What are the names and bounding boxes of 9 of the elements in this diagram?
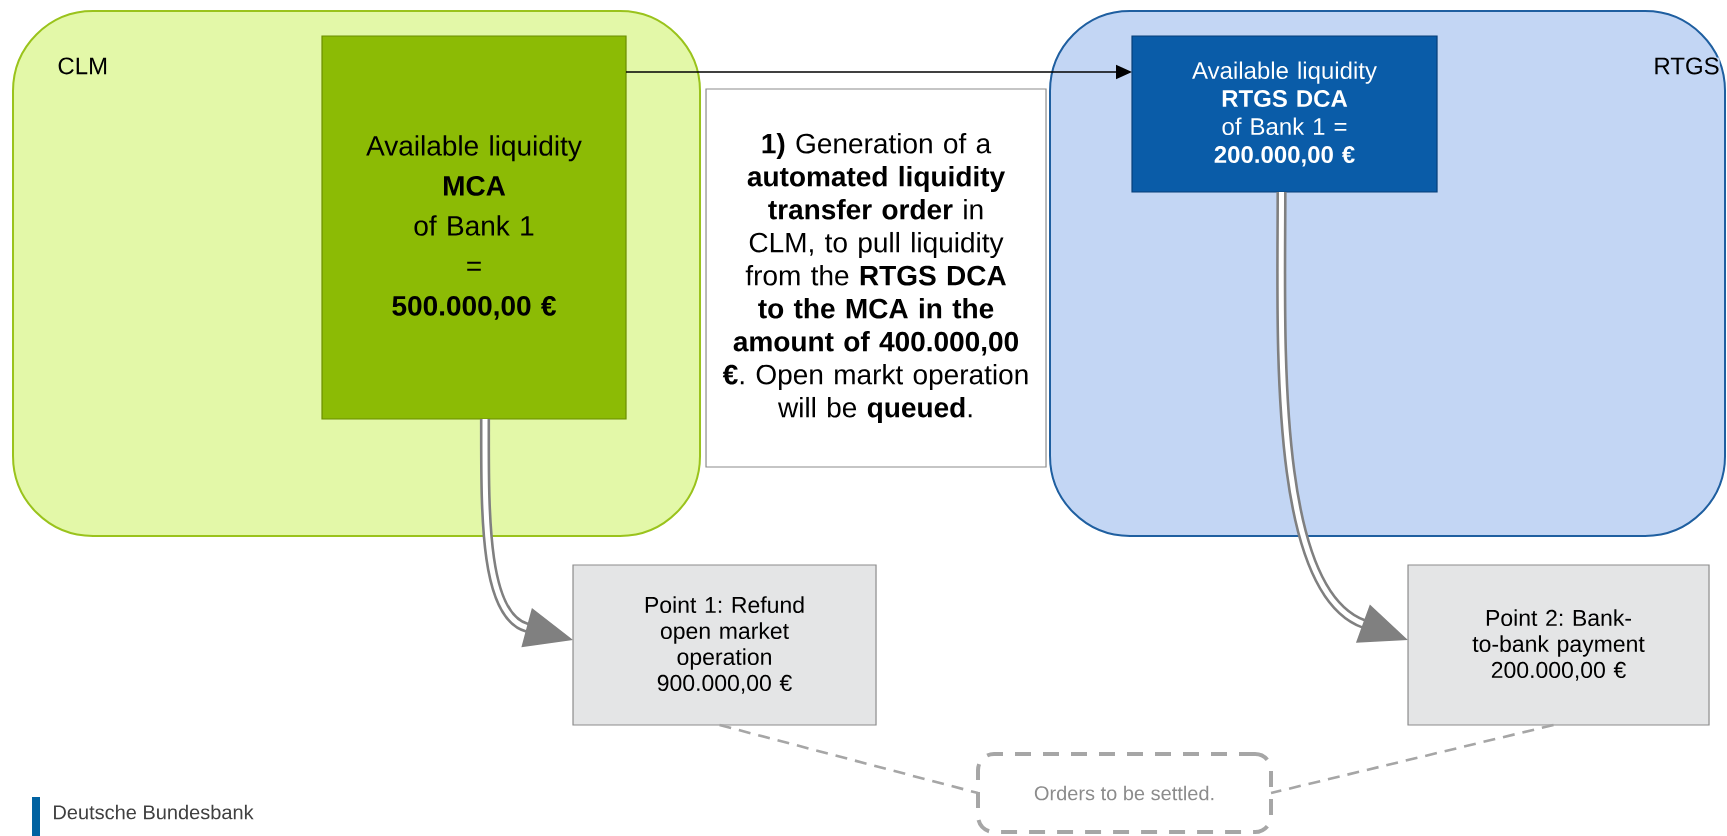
connector-line <box>1270 723 1554 795</box>
account-box: Available liquidity RTGS DCA of Bank 1 = 200.000,00 € <box>1131 35 1438 193</box>
result-box: Point 1: Refund open market operation 900.000,00 € <box>572 564 877 726</box>
dashed-callout-box: Orders to be settled. <box>976 752 1273 834</box>
org-name: Deutsche Bundesbank <box>54 804 254 820</box>
result-box: Point 2: Bank-to-bank payment 200.000,00 € <box>1407 564 1710 726</box>
account-box: Available liquidity MCA of Bank 1 = 500.000,00 € <box>321 35 627 420</box>
note-box: 1) Generation of a automated liquidity transfer order in CLM, to pull liquidity from the RTGS DCA to the MCA in the amount of 400.000,00 €. Open markt operation will be queued. <box>705 88 1047 468</box>
connector-line <box>719 723 979 795</box>
